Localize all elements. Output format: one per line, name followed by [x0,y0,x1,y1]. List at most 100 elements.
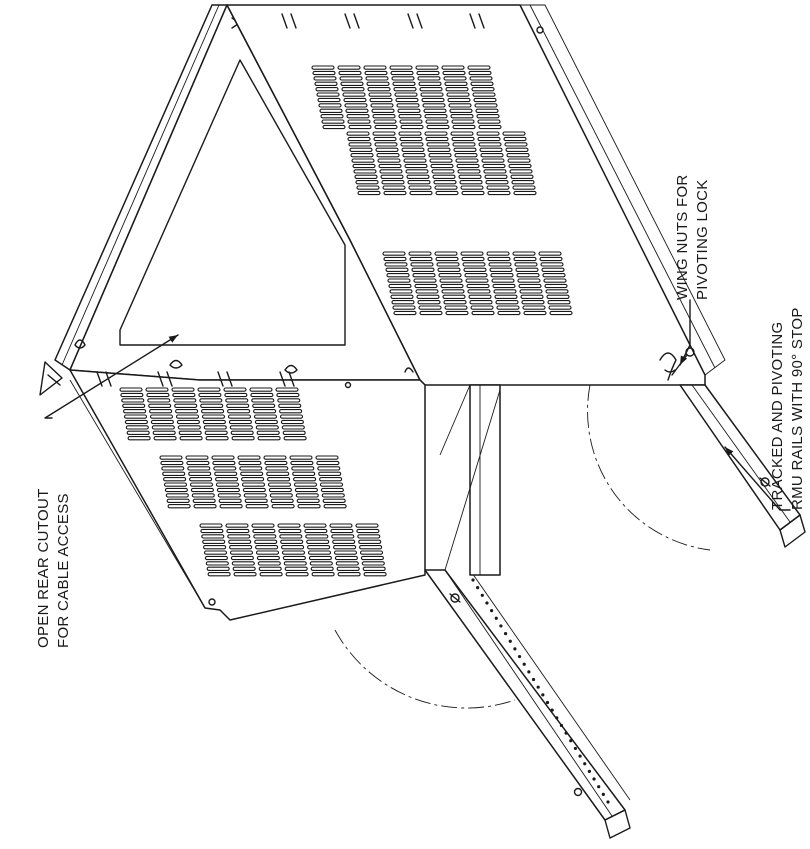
louvre-slot [381,180,405,185]
louvre-slot [329,523,353,528]
louvre-slot [461,190,485,196]
rail-hole [517,654,522,659]
louvre-slot [309,561,333,566]
louvre-slot [378,163,402,169]
louvre-slot [241,477,265,482]
louvre-slot [338,70,362,76]
louvre-slot [202,419,226,425]
louvre-slot [318,103,342,108]
louvre-slot [475,108,499,113]
louvre-slot [467,289,491,294]
louvre-slot [406,174,430,179]
louvre-slot [342,92,366,97]
louvre-slot [523,310,547,316]
louvre-slot [440,283,464,289]
louvre-slot [176,419,200,425]
louvre-slot [446,92,470,97]
rail-hole [592,777,596,781]
louvre-slot [403,158,427,163]
louvre-slot [179,436,203,441]
louvre-slot [383,190,407,196]
louvre-slot [258,566,282,571]
louvre-slot [362,566,386,571]
louvre-slot [384,262,408,267]
louvre-slot [264,460,288,466]
louvre-slot [305,534,329,539]
louvre-slot [470,81,494,86]
louvre-slot [227,414,252,419]
louvre-slot [121,398,145,403]
louvre-slot [333,545,357,550]
louvre-slot [229,545,253,550]
louvre-slot [310,566,334,571]
louvre-slot [407,180,431,185]
louvre-slot [425,136,449,142]
louvre-slot [387,278,411,283]
louvre-slot [253,409,277,414]
louvre-slot [225,398,249,403]
louvre-slot [259,572,283,577]
louvre-slot [430,163,454,169]
louvre-slot [145,387,169,392]
louvre-slot [226,528,250,534]
callout-rear-cutout: OPEN REAR CUTOUT FOR CABLE ACCESS [35,488,72,648]
louvre-slot [516,273,540,278]
louvre-slot [379,169,403,174]
louvre-slot [375,147,399,152]
louvre-slot [458,174,482,179]
louvre-slot [225,523,249,528]
louvre-slot [307,545,331,550]
callout-rear-cutout-line1: OPEN REAR CUTOUT [35,488,52,648]
louvre-slot [214,471,238,476]
louvre-slot [506,153,530,158]
louvre-slot [434,251,458,256]
louvre-slot [397,108,421,113]
louvre-slot [484,174,508,179]
louvre-slot [257,561,281,566]
louvre-slot [150,419,174,425]
callout-rear-cutout-line2: FOR CABLE ACCESS [55,493,72,648]
louvre-slot [380,174,404,179]
louvre-slot [241,482,266,487]
louvre-slot [404,163,428,169]
louvre-slot [344,103,368,108]
louvre-slot [485,180,509,185]
louvre-slot [250,392,274,398]
louvre-slot [203,550,228,555]
louvre-slot [275,387,299,392]
louvre-slot [160,460,184,466]
louvre-slot [390,70,414,76]
louvre-slot [205,561,229,566]
louvre-slot [480,153,504,158]
louvre-slot [509,169,533,174]
louvre-slot [355,523,379,528]
louvre-slot [146,392,170,398]
louvre-slot [443,76,467,81]
louvre-slot [431,169,455,174]
louvre-slot [284,566,308,571]
louvre-slot [439,278,463,283]
louvre-slot [242,487,266,493]
louvre-slot [343,97,367,103]
louvre-slot [282,430,306,435]
louvre-slot [396,103,420,108]
louvre-slot [409,190,433,196]
rail-hole [578,754,582,758]
louvre-slot [508,163,532,169]
rail-hole [541,693,545,697]
louvre-slot [432,174,456,179]
louvre-slot [449,108,473,113]
louvre-slot [201,414,226,419]
louvre-slot [457,169,481,174]
louvre-slot [283,436,307,441]
louvre-slot [433,180,457,185]
louvre-slot [312,70,336,76]
louvre-slot [513,256,537,262]
louvre-slot [230,430,254,435]
louvre-slot [423,108,447,113]
louvre-slot [487,256,511,262]
louvre-slot [147,398,171,403]
callout-rails-line2: RMU RAILS WITH 90° STOP [789,307,806,510]
louvre-slot [223,387,247,392]
